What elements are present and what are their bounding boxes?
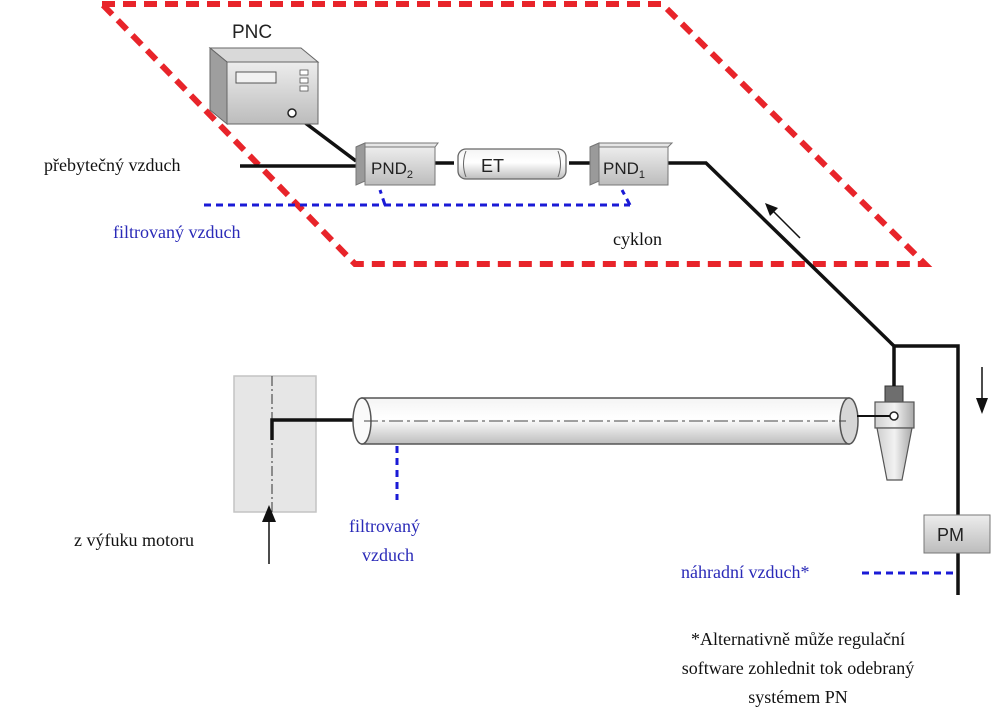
exhaust-duct [233,375,317,513]
footnote-line-3: systémem PN [748,687,848,707]
probe-line [270,418,360,440]
pnd2-box [355,142,439,186]
et-label: ET [481,156,504,176]
pnd1-label-main: PND [603,159,639,178]
pnd1-label: PND1 [603,159,645,181]
cyclone [874,385,915,481]
cyclone-label: cyklon [613,229,662,249]
sampling-zone-outline [94,0,933,267]
et-tube [457,148,567,180]
pnd2-label-sub: 2 [407,169,413,181]
filtered-air-dashed-top [204,189,632,207]
pnd1-box [589,142,674,186]
pm-label: PM [937,525,964,545]
excess-air-label: přebytečný vzduch [44,155,180,175]
exhaust-label: z výfuku motoru [74,530,194,550]
filtered-air-bottom-label-2: vzduch [362,545,414,565]
pnd2-label: PND2 [371,159,413,181]
makeup-air-label: náhradní vzduch* [681,562,809,582]
pnd2-label-main: PND [371,159,407,178]
flow-arrow-up-diagonal [765,203,801,239]
pm-line [894,344,960,515]
filtered-air-bottom-label-1: filtrovaný [349,516,420,536]
exhaust-arrow-up [262,505,276,564]
footnote-line-1: *Alternativně může regulační [691,629,905,649]
dilution-tunnel [352,397,859,445]
pnc-device [208,46,320,126]
filtered-air-top-label: filtrovaný vzduch [113,222,240,242]
pnd1-label-sub: 1 [639,169,645,181]
cyclone-to-pnd1-line [668,161,896,386]
pnc-label: PNC [232,22,272,43]
pm-box [923,514,991,554]
footnote-line-2: software zohlednit tok odebraný [682,658,914,678]
flow-arrow-down [976,367,988,414]
